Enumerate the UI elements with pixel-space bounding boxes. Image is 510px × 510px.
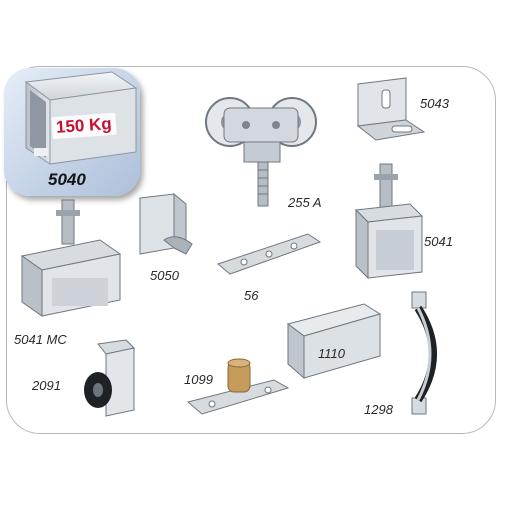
handle-1298-image	[411, 291, 437, 415]
part-code-1110: 1110	[318, 346, 345, 361]
carrier-5041mc-image	[20, 199, 122, 317]
part-code-5041mc: 5041 MC	[14, 332, 67, 347]
bracket-5043-image	[356, 77, 426, 141]
plate-56-image	[216, 233, 322, 275]
part-code-1298: 1298	[364, 402, 393, 417]
part-code-5041: 5041	[424, 234, 453, 249]
floor-guide-1099-image	[186, 358, 290, 415]
endcap-5050-image	[139, 192, 193, 255]
cover-1110-image	[286, 303, 382, 380]
part-code-1099: 1099	[184, 372, 213, 387]
part-code-255a: 255 A	[288, 195, 322, 210]
trolley-255a-image	[205, 97, 317, 207]
part-code-5040: 5040	[48, 170, 86, 189]
part-code-5043: 5043	[420, 96, 449, 111]
carrier-5041-image	[354, 163, 424, 280]
part-code-56: 56	[244, 288, 259, 303]
roller-2091-image	[84, 339, 136, 417]
part-code-5050: 5050	[150, 268, 179, 283]
weight-rating-badge: 150 Kg	[51, 112, 117, 140]
part-code-2091: 2091	[32, 378, 61, 393]
